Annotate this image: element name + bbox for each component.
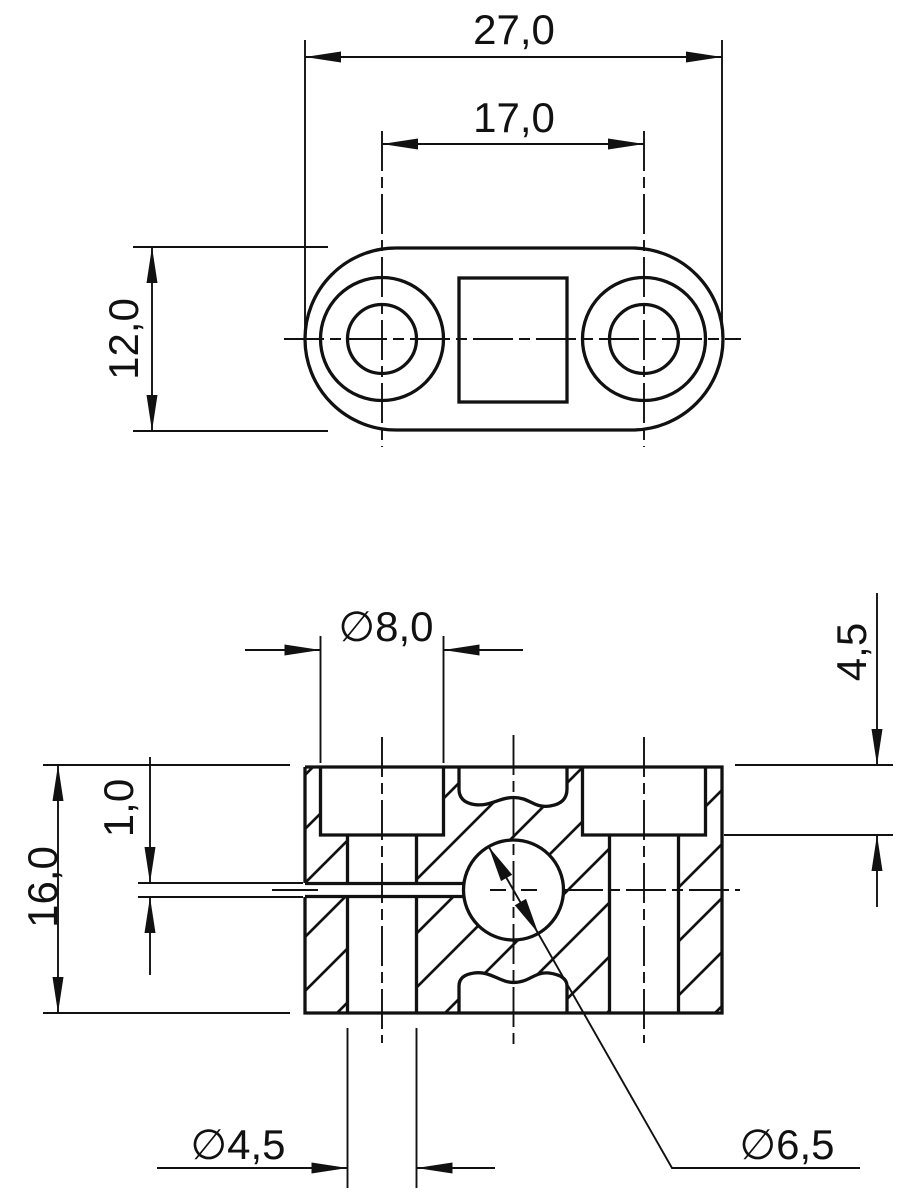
left-hole-walls — [345, 835, 419, 1013]
slot-lines — [305, 881, 464, 899]
dim-hole-spacing-label: 17,0 — [473, 94, 555, 141]
dim-body-height: 12,0 — [100, 246, 328, 432]
left-hole-void — [347, 835, 417, 1013]
dim-slot-width-label: 1,0 — [95, 779, 142, 837]
dim-cross-hole-diameter-label: ∅6,5 — [740, 1121, 835, 1168]
dim-hole-diameter: ∅4,5 — [157, 1028, 495, 1188]
dim-slot-width: 1,0 — [95, 757, 303, 975]
dim-counterbore-depth-label: 4,5 — [828, 623, 875, 681]
dim-block-height-label: 16,0 — [19, 846, 66, 928]
dim-overall-width: 27,0 — [304, 6, 723, 330]
section-view: ∅8,0 4,5 16,0 1 — [19, 593, 893, 1188]
top-pocket-outline — [457, 767, 569, 808]
dim-overall-width-label: 27,0 — [473, 6, 555, 53]
right-hole-walls — [607, 835, 681, 1013]
dim-body-height-label: 12,0 — [100, 298, 147, 380]
top-view-body-outline — [303, 246, 725, 432]
dim-counterbore-diameter: ∅8,0 — [245, 603, 523, 763]
top-view: 27,0 17,0 12,0 — [100, 6, 741, 447]
dim-hole-diameter-label: ∅4,5 — [191, 1121, 286, 1168]
dim-cross-hole-diameter: ∅6,5 — [487, 846, 860, 1169]
dim-hole-spacing: 17,0 — [382, 94, 644, 150]
bottom-pocket-outline — [457, 971, 569, 1013]
slot-void — [303, 883, 464, 897]
dim-block-height: 16,0 — [19, 764, 290, 1014]
dim-counterbore-diameter-label: ∅8,0 — [339, 603, 434, 650]
right-hole-void — [609, 835, 679, 1013]
dim-counterbore-depth: 4,5 — [724, 593, 893, 907]
square-pocket-outline — [457, 276, 569, 404]
